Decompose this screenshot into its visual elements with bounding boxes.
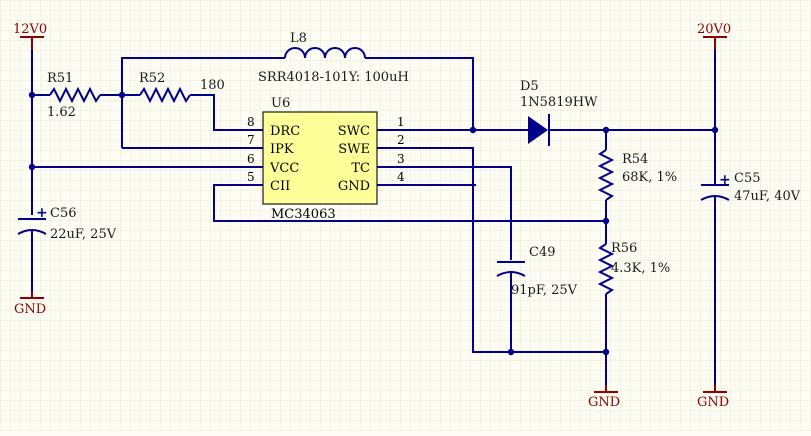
gnd-label-c55: GND [697,395,729,410]
ic-u6[interactable]: U6 8 7 6 5 DRC IPK VCC CII 1 2 3 4 SWC S… [245,96,420,222]
vout-power-port[interactable]: 20V0 [697,22,731,50]
pin-7-num: 7 [247,133,255,147]
c55-value: 47uF, 40V [734,189,801,204]
d5-ref: D5 [520,79,539,94]
pin-3-num: 3 [397,152,405,166]
resistor-r56[interactable]: R56 4.3K, 1% [597,241,670,295]
vin-label: 12V0 [13,22,47,37]
gnd-label-c56: GND [14,302,46,317]
pin-tc-name: TC [351,161,370,176]
pin-cii-name: CII [270,179,290,194]
ipk-inductor-wire [121,57,285,148]
resistor-r54[interactable]: R54 68K, 1% [597,149,677,201]
pin-1-num: 1 [397,115,405,129]
r51-ref: R51 [47,71,73,86]
gnd-symbol-r56: GND [588,385,620,410]
gnd-symbol-c56: GND [14,291,46,317]
ic-ref: U6 [271,96,290,111]
pin-5-num: 5 [247,170,255,184]
pin-drc-name: DRC [270,124,300,139]
vin-power-port[interactable]: 12V0 [13,22,47,50]
l8-value: SRR4018-101Y: 100uH [258,70,409,85]
pin-ipk-name: IPK [270,142,294,157]
capacitor-c56[interactable]: + C56 22uF, 25V [17,205,117,242]
c56-ref: C56 [50,206,77,221]
r54-ref: R54 [622,152,648,167]
diode-d5[interactable]: D5 1N5819HW [520,79,598,146]
drc-wire [190,94,245,131]
pin-6-num: 6 [247,152,255,166]
pin-swc-name: SWC [338,124,370,139]
pin-swe-name: SWE [338,142,370,157]
pin-vcc-name: VCC [269,161,299,176]
r56-value: 4.3K, 1% [611,261,670,276]
c55-polarity: + [719,172,731,188]
cii-feedback-wire [213,184,606,222]
r56-ref: R56 [611,241,637,256]
c56-polarity: + [36,205,48,221]
inductor-l8[interactable]: L8 SRR4018-101Y: 100uH [258,31,409,85]
c49-ref: C49 [529,245,556,260]
c55-ref: C55 [734,171,761,186]
gnd-label-r56: GND [588,395,620,410]
r51-value: 1.62 [47,105,76,120]
gnd-symbol-c55: GND [697,385,729,410]
capacitor-c55[interactable]: + C55 47uF, 40V [700,171,801,204]
l8-ref: L8 [290,31,307,46]
c56-value: 22uF, 25V [50,227,117,242]
junction-dots [28,91,719,356]
pin-2-num: 2 [397,133,405,147]
resistor-r51[interactable]: R51 1.62 [47,71,101,120]
r52-value: 180 [200,78,225,93]
ic-body [262,111,378,205]
capacitor-c49[interactable]: C49 91pF, 25V [496,245,578,298]
inductor-switch-wire [365,57,474,130]
d5-value: 1N5819HW [520,95,598,110]
pin-8-num: 8 [247,115,255,129]
ic-part: MC34063 [271,207,336,222]
swe-ground-wire [420,147,606,353]
pin-gnd-name: GND [338,179,370,194]
resistor-r52[interactable]: R52 180 [139,71,225,104]
r52-ref: R52 [139,71,165,86]
r54-value: 68K, 1% [622,170,677,185]
c49-value: 91pF, 25V [511,283,578,298]
pin-4-num: 4 [397,170,405,184]
vout-label: 20V0 [697,22,731,37]
tc-c49-wire [420,166,512,260]
